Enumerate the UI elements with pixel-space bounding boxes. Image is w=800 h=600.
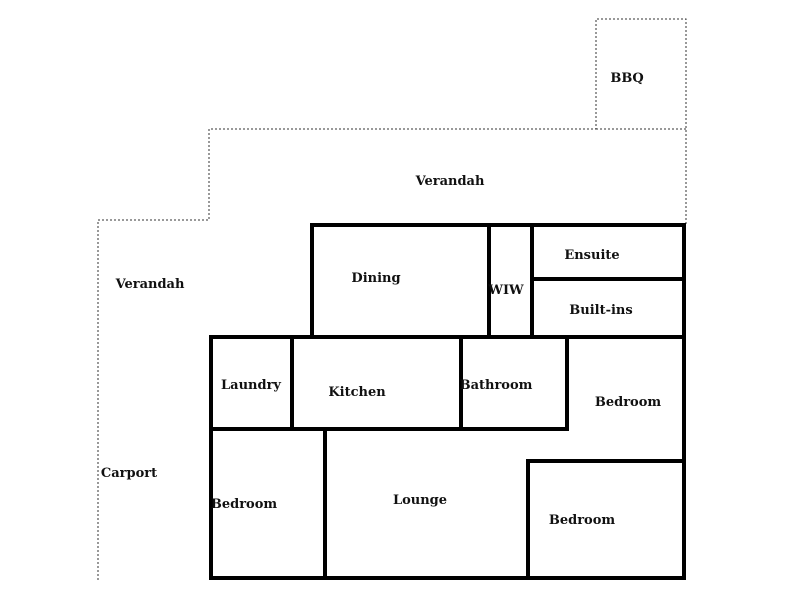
bedroom-bottom-right-wall [526,459,686,580]
label-bathroom: Bathroom [460,378,533,393]
outdoor-area-outline [97,18,687,580]
house-walls [209,223,686,580]
label-kitchen: Kitchen [328,385,386,400]
label-dining: Dining [351,271,400,286]
label-bedroom-right: Bedroom [595,395,662,410]
label-verandah-top: Verandah [415,174,485,189]
label-carport: Carport [101,466,157,481]
label-wiw: WIW [487,283,524,298]
label-laundry: Laundry [221,378,281,393]
label-lounge: Lounge [393,493,447,508]
label-builtins: Built-ins [569,303,632,318]
label-bedroom-left: Bedroom [211,497,278,512]
label-ensuite: Ensuite [564,248,619,263]
lower-wing-wall [209,335,686,580]
label-verandah-left: Verandah [115,277,185,292]
label-bedroom-bottom-right: Bedroom [549,513,616,528]
label-bbq: BBQ [610,71,643,86]
